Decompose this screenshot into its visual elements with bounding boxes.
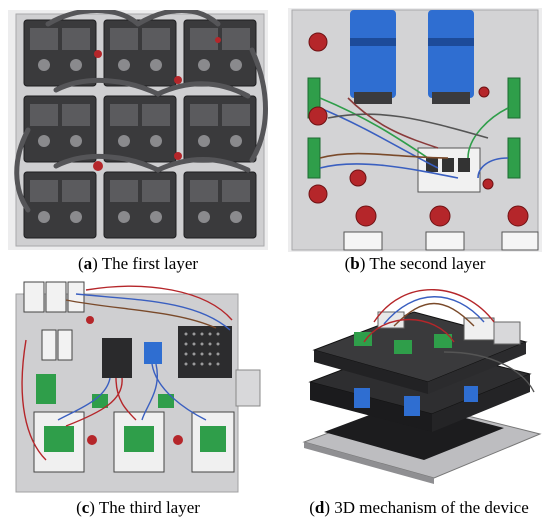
- red-inductors: [308, 32, 529, 227]
- power-module-grid: [23, 19, 257, 239]
- caption-a: (a) The first layer: [77, 254, 199, 273]
- caption-c: (c) The third layer: [76, 498, 200, 517]
- heatsink-dots: [184, 332, 220, 366]
- relay-board: [417, 147, 481, 193]
- device-3d-render: [294, 282, 544, 494]
- red-ports: [86, 316, 183, 445]
- panel-c-image: [6, 280, 270, 494]
- connector-blocks: [343, 231, 539, 251]
- harness-cables: [363, 289, 535, 393]
- panel-a-image: [8, 10, 268, 250]
- first-layer-render: [8, 10, 268, 250]
- panel-b-image: [288, 8, 542, 252]
- caption-d: (d) 3D mechanism of the device: [309, 498, 529, 517]
- signal-cables: [21, 285, 233, 461]
- third-layer-render: [6, 280, 270, 494]
- caption-b: (b) The second layer: [344, 254, 486, 273]
- capacitor-bank: [350, 10, 474, 104]
- second-layer-render: [288, 8, 542, 252]
- driver-modules: [33, 374, 235, 473]
- panel-d-image: [294, 282, 544, 494]
- terminal-blocks: [307, 77, 521, 179]
- breakers: [23, 281, 85, 361]
- wire-harness: [319, 97, 509, 179]
- red-terminals: [93, 37, 221, 171]
- top-layer: [312, 311, 528, 394]
- busbar-cables: [14, 10, 268, 213]
